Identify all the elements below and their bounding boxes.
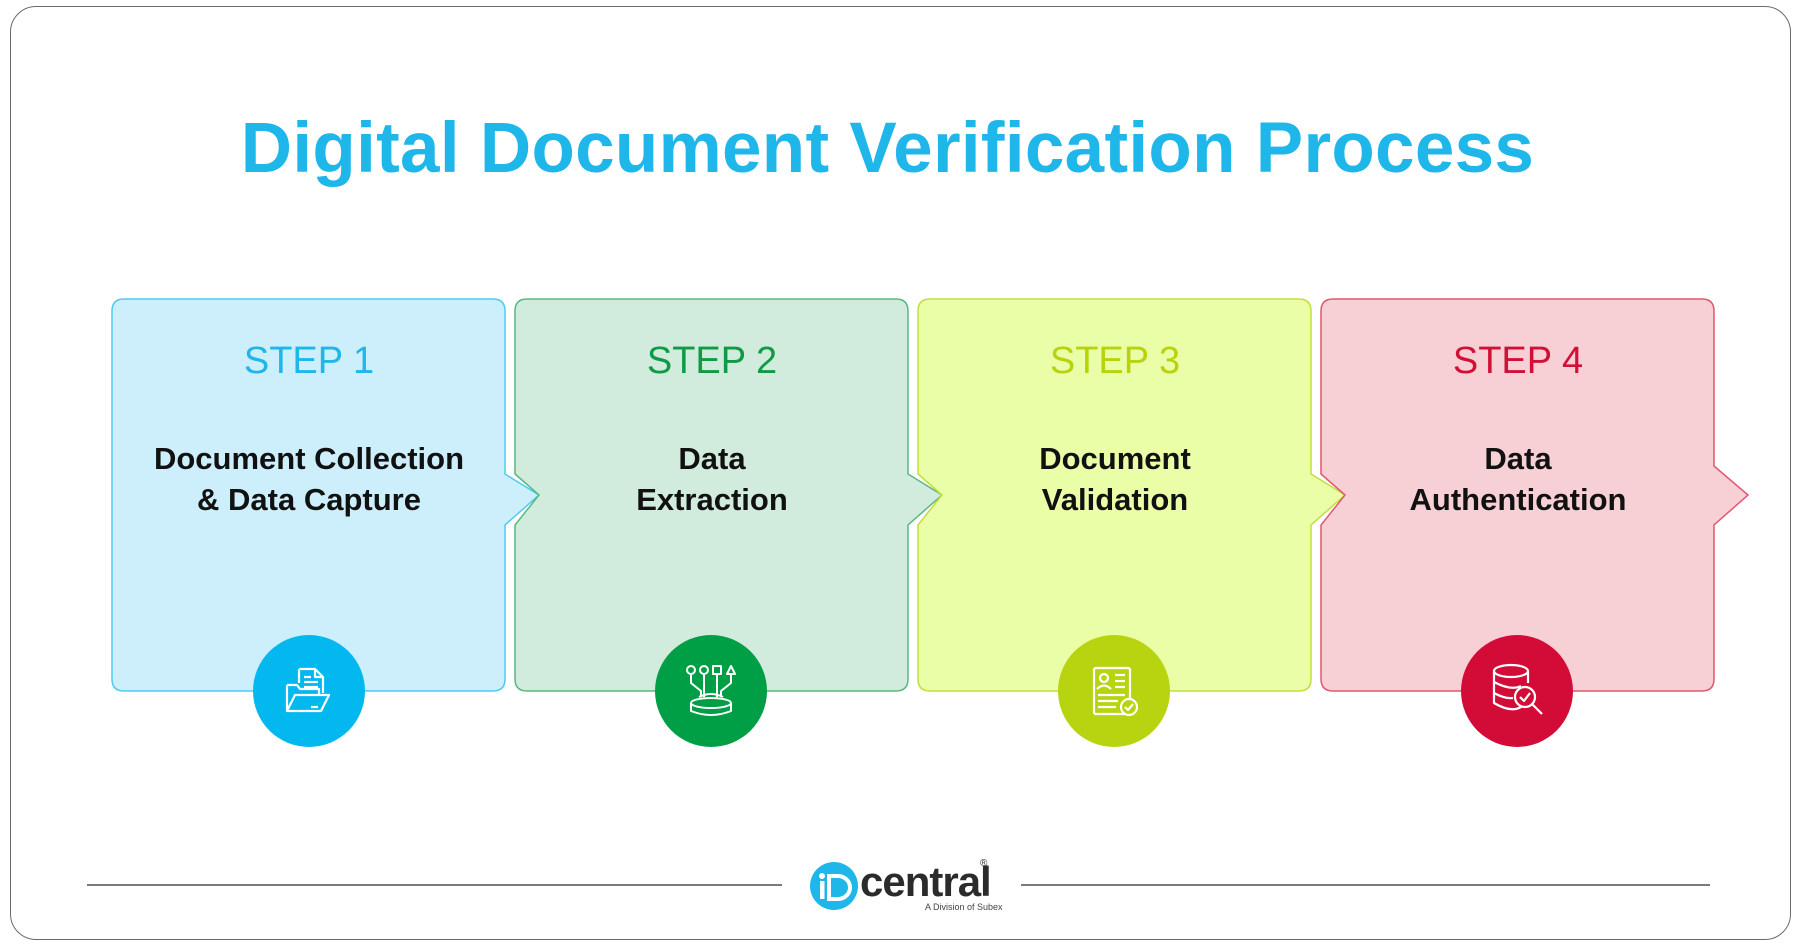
logo-mark-glyph [819, 873, 852, 901]
step-card-4 [1320, 298, 1750, 692]
logo-mark [810, 862, 858, 910]
step-4-icon-circle [1461, 635, 1573, 747]
step-1-label: Document Collection & Data Capture [153, 441, 464, 517]
folder-document-icon [285, 667, 331, 713]
step-1-icon-circle [253, 635, 365, 747]
step-1-number: STEP 1 [243, 340, 375, 382]
step-2-number: STEP 2 [646, 340, 778, 382]
step-2-icon-circle [655, 635, 767, 747]
logo-registered: ® [980, 858, 988, 869]
step-card-2 [514, 298, 944, 692]
logo-tagline: A Division of Subex [925, 902, 1003, 912]
data-extraction-icon [686, 665, 736, 716]
database-search-icon [1492, 663, 1543, 715]
step-3-number: STEP 3 [1049, 340, 1181, 382]
step-card-3 [917, 298, 1347, 692]
frame-border [10, 6, 1791, 940]
validated-document-icon [1092, 666, 1139, 717]
step-4-label: Data Authentication [1409, 441, 1627, 517]
idcentral-logo: central ® A Division of Subex [810, 858, 1003, 914]
footer-divider-right [1021, 884, 1710, 886]
step-2-label: Data Extraction [636, 441, 788, 517]
page-title: Digital Document Verification Process [240, 109, 1535, 188]
step-4-number: STEP 4 [1452, 340, 1584, 382]
step-3-icon-circle [1058, 635, 1170, 747]
logo-name: central [860, 858, 992, 905]
footer-divider-left [87, 884, 782, 886]
step-card-1 [111, 298, 541, 692]
step-3-label: Document Validation [1039, 441, 1191, 517]
